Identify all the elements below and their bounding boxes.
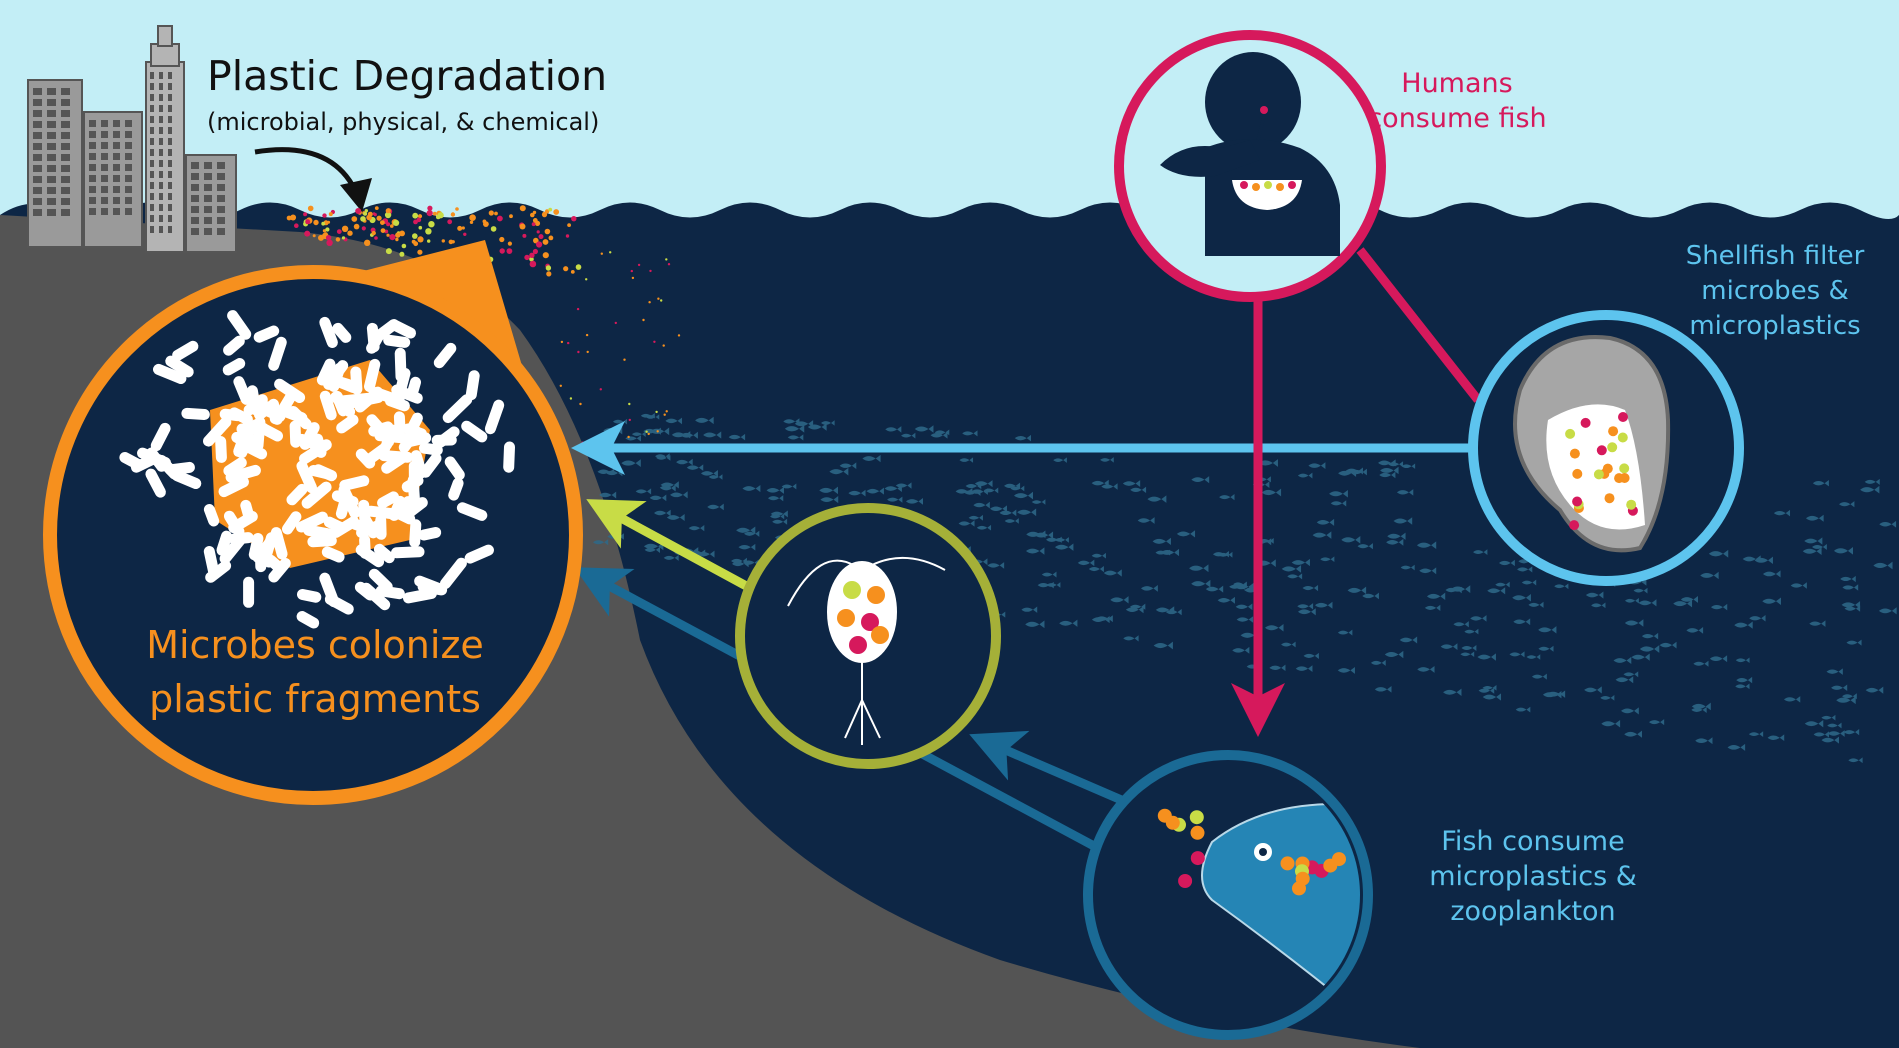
zooplankton-circle xyxy=(735,503,1001,769)
oyster-icon xyxy=(1513,335,1671,553)
microbe-plastic-icon xyxy=(119,310,515,629)
arrow-zooplankton-to-microbes xyxy=(586,499,753,592)
page-title: Plastic Degradation xyxy=(207,52,608,100)
shellfish-label: Shellfish filter microbes & microplastic… xyxy=(1685,241,1865,341)
link-human-to-shellfish xyxy=(1356,247,1482,403)
curved-arrow-head xyxy=(340,178,372,212)
microbe-circle xyxy=(43,265,583,805)
bowl-dots xyxy=(1240,181,1296,191)
page-subtitle: (microbial, physical, & chemical) xyxy=(207,108,600,136)
human-circle xyxy=(1114,30,1386,302)
arrow-fish-to-zooplankton xyxy=(969,730,1142,813)
curved-arrow-icon xyxy=(254,147,358,192)
shellfish-circle xyxy=(1468,310,1744,586)
city-buildings-icon xyxy=(27,25,237,253)
humans-label: Humans consume fish xyxy=(1367,68,1547,134)
zooplankton-icon xyxy=(787,557,946,745)
microbes-label: Microbes colonize plastic fragments xyxy=(146,623,484,721)
fish-circle xyxy=(1083,750,1373,1040)
fish-label: Fish consume microplastics & zooplankton xyxy=(1429,826,1637,927)
person-eating-icon xyxy=(1160,52,1340,256)
